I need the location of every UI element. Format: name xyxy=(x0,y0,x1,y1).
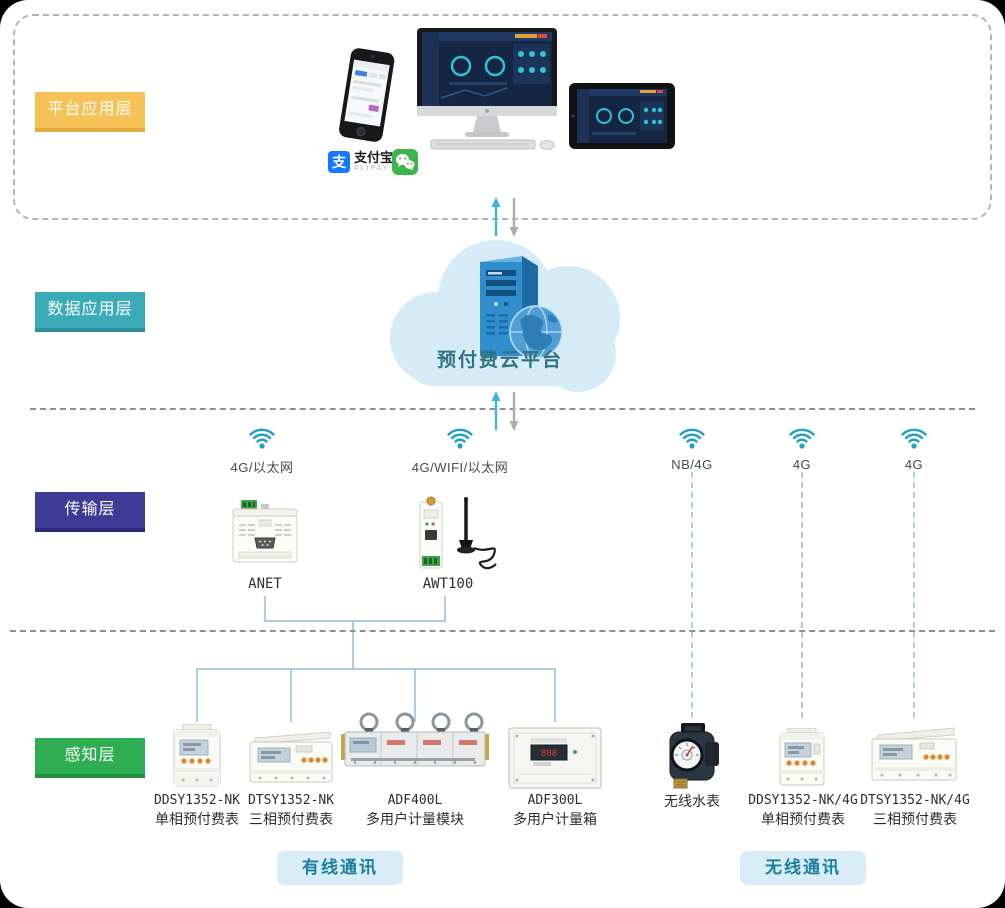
awt100-label: AWT100 xyxy=(422,576,474,592)
wifi-label: 4G xyxy=(904,457,924,472)
anet-label: ANET xyxy=(248,576,282,592)
wifi-icon xyxy=(679,428,705,449)
layer-tag-platform: 平台应用层 xyxy=(35,92,145,128)
line-drop-dtsy xyxy=(290,668,292,722)
smartphone-icon xyxy=(330,44,401,154)
device-label: DTSY1352-NK 三相预付费表 xyxy=(224,792,358,828)
meter-ddsy1352nk-icon xyxy=(169,723,225,797)
dashed-drop-ddsy-4g xyxy=(801,472,803,718)
line-device-bus xyxy=(196,668,556,670)
dashed-drop-dtsy-4g xyxy=(913,472,915,718)
wired-comm-badge: 有线通讯 xyxy=(277,851,403,885)
device-model: DDSY1352-NK/4G xyxy=(748,793,858,808)
device-desc: 三相预付费表 xyxy=(873,811,957,827)
wifi-node-water: NB/4G xyxy=(622,424,762,472)
awt100-gateway-icon xyxy=(412,496,504,581)
device-model: 无线水表 xyxy=(664,793,720,809)
platform-layer-boundary xyxy=(13,14,992,220)
separator-transmission-perception xyxy=(10,630,995,632)
line-gateway-bus xyxy=(264,620,446,622)
wifi-label: 4G xyxy=(792,457,812,472)
device-model: ADF300L xyxy=(527,793,583,808)
dashed-drop-water-meter xyxy=(691,472,693,718)
line-drop-adf300l xyxy=(554,668,556,722)
device-label: ADF300L 多用户计量箱 xyxy=(488,792,622,828)
alipay-icon: 支 xyxy=(328,151,350,173)
line-anet-drop xyxy=(264,596,266,620)
alipay-name: 支付宝 xyxy=(354,150,394,165)
water-meter-icon xyxy=(661,722,723,797)
device-label: DDSY1352-NK/4G 单相预付费表 xyxy=(736,792,870,828)
device-model: DTSY1352-NK/4G xyxy=(860,793,970,808)
device-desc: 多用户计量箱 xyxy=(513,811,597,827)
device-model: ADF400L xyxy=(387,793,443,808)
meter-dtsy1352nk-icon xyxy=(246,730,336,793)
device-label: 无线水表 xyxy=(625,792,759,810)
line-drop-ddsy xyxy=(196,668,198,722)
layer-tag-data: 数据应用层 xyxy=(35,292,145,328)
updown-arrows-top xyxy=(487,196,525,243)
svg-text:888: 888 xyxy=(541,749,557,759)
wifi-icon xyxy=(249,428,275,449)
wifi-label: 4G/WIFI/以太网 xyxy=(411,460,509,475)
device-desc: 多用户计量模块 xyxy=(366,811,464,827)
wifi-node-4g-single: 4G xyxy=(732,424,872,472)
anet-gateway-icon xyxy=(229,500,301,577)
updown-arrows-middle xyxy=(487,390,525,437)
line-bus-trunk xyxy=(352,620,354,668)
cloud-platform-icon xyxy=(376,236,628,401)
wifi-node-4g-three: 4G xyxy=(844,424,984,472)
device-desc: 单相预付费表 xyxy=(761,811,845,827)
device-desc: 单相预付费表 xyxy=(155,811,239,827)
layer-tag-perception: 感知层 xyxy=(35,738,145,774)
device-model: DTSY1352-NK xyxy=(247,793,335,808)
alipay-wordmark: 支付宝 ALIPAY xyxy=(354,150,393,173)
alipay-subtitle: ALIPAY xyxy=(354,165,390,172)
device-label: ADF400L 多用户计量模块 xyxy=(348,792,482,828)
wifi-label: NB/4G xyxy=(671,457,713,472)
wifi-icon xyxy=(447,428,473,449)
meter-dtsy1352nk4g-icon xyxy=(868,726,960,791)
wifi-icon xyxy=(789,428,815,449)
device-desc: 三相预付费表 xyxy=(249,811,333,827)
device-label: DDSY1352-NK 单相预付费表 xyxy=(130,792,264,828)
tablet-icon xyxy=(568,82,676,155)
meter-ddsy1352nk4g-icon xyxy=(774,727,830,795)
wifi-node-anet: 4G/以太网 xyxy=(192,424,332,476)
box-adf300l-icon: 888 xyxy=(507,726,603,795)
desktop-monitor-icon xyxy=(415,28,563,155)
wifi-icon xyxy=(901,428,927,449)
wechat-icon xyxy=(392,149,418,180)
device-model: DDSY1352-NK xyxy=(153,793,241,808)
line-awt100-drop xyxy=(444,596,446,620)
wifi-label: 4G/以太网 xyxy=(230,460,294,475)
wireless-comm-badge: 无线通讯 xyxy=(740,851,866,885)
module-adf400l-icon xyxy=(341,710,489,785)
line-drop-adf400l xyxy=(414,668,416,722)
cloud-platform-label: 预付费云平台 xyxy=(436,350,563,371)
device-label: DTSY1352-NK/4G 三相预付费表 xyxy=(848,792,982,828)
layer-tag-transmission: 传输层 xyxy=(35,492,145,528)
separator-data-transmission xyxy=(30,408,975,410)
wifi-node-awt100: 4G/WIFI/以太网 xyxy=(390,424,530,476)
